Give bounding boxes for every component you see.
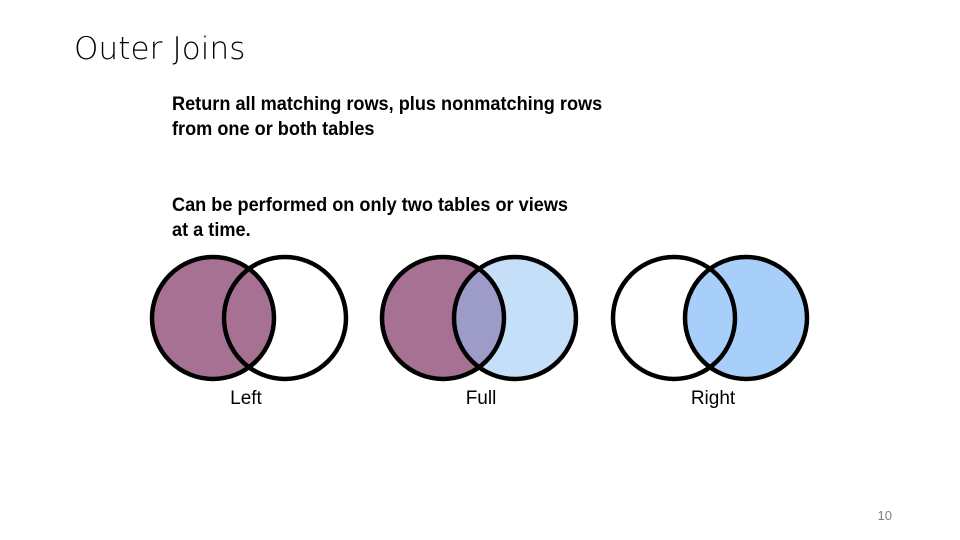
venn-full-join-icon — [379, 254, 579, 382]
body-paragraph-2-text: Can be performed on only two tables or v… — [172, 194, 569, 241]
body-paragraph-1: Return all matching rows, plus nonmatchi… — [172, 92, 812, 142]
venn-label-right: Right — [690, 388, 736, 409]
venn-full-overlap — [454, 257, 504, 379]
venn-diagram-left-join: Left — [146, 250, 356, 430]
venn-full-right-outline — [451, 254, 579, 382]
venn-full-left-outline — [379, 254, 507, 382]
venn-left-left-outline — [149, 254, 277, 382]
venn-diagram-right-join: Right — [607, 250, 817, 430]
page-title: Outer Joins — [74, 31, 246, 67]
venn-label-left: Left — [230, 388, 262, 409]
venn-right-right-outline — [682, 254, 810, 382]
venn-label-full: Full — [465, 388, 497, 409]
venn-right-overlap — [685, 257, 735, 379]
venn-diagram-full-join: Full — [376, 250, 586, 430]
venn-left-join-icon — [149, 254, 349, 382]
venn-diagram-row: Left Full — [0, 250, 960, 430]
body-paragraph-2: Can be performed on only two tables or v… — [172, 193, 812, 243]
body-paragraph-1-text: Return all matching rows, plus nonmatchi… — [172, 93, 603, 140]
venn-right-left-outline — [610, 254, 738, 382]
page-number: 10 — [877, 508, 892, 523]
venn-left-right-outline — [221, 254, 349, 382]
venn-right-join-icon — [610, 254, 810, 382]
venn-left-overlap — [224, 257, 274, 379]
